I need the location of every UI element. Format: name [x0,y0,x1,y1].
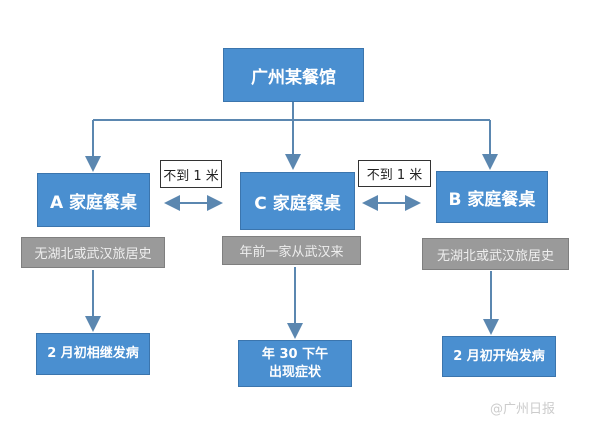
table-c-history: 年前一家从武汉来 [222,236,361,265]
distance-label-ac: 不到 1 米 [160,160,222,188]
root-restaurant-box: 广州某餐馆 [223,48,364,102]
table-c-outcome: 年 30 下午 出现症状 [238,340,352,387]
table-b-box: B 家庭餐桌 [436,171,548,223]
table-b-outcome: 2 月初开始发病 [442,336,556,377]
table-a-outcome: 2 月初相继发病 [36,333,150,375]
table-a-box: A 家庭餐桌 [37,173,150,227]
table-b-history: 无湖北或武汉旅居史 [422,238,569,270]
watermark: @广州日报 [490,402,556,417]
table-c-box: C 家庭餐桌 [240,172,355,230]
distance-label-cb: 不到 1 米 [358,160,431,187]
table-a-history: 无湖北或武汉旅居史 [21,237,165,268]
